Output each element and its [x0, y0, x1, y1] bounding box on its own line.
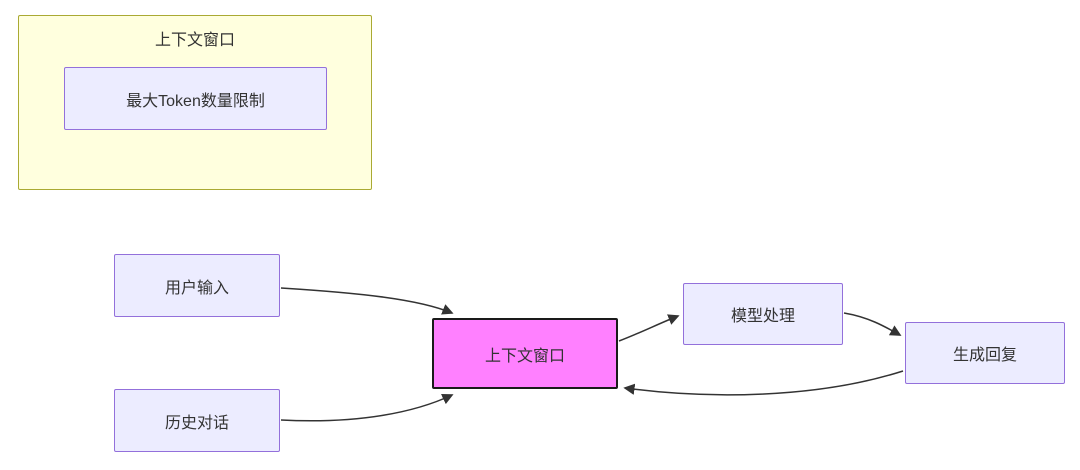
- node-generate-reply: 生成回复: [905, 322, 1065, 384]
- edge-context-window-to-model-processing: [618, 314, 680, 342]
- edge-user-input-to-context-window: [280, 287, 454, 315]
- node-context-window-label: 上下文窗口: [484, 347, 565, 365]
- node-user-input-label: 用户输入: [164, 279, 229, 297]
- node-max-token-limit: 最大Token数量限制: [64, 67, 327, 130]
- node-context-window: 上下文窗口: [432, 318, 618, 389]
- node-history-dialog-label: 历史对话: [164, 414, 229, 432]
- edge-history-dialog-to-context-window: [280, 393, 454, 422]
- edge-generate-reply-to-context-window: [623, 370, 904, 396]
- edge-model-processing-to-generate-reply: [843, 312, 902, 336]
- subgraph-title: 上下文窗口: [154, 32, 235, 49]
- node-model-processing: 模型处理: [683, 283, 843, 345]
- node-history-dialog: 历史对话: [114, 389, 280, 452]
- node-max-token-limit-label: 最大Token数量限制: [126, 92, 265, 110]
- node-user-input: 用户输入: [114, 254, 280, 317]
- node-model-processing-label: 模型处理: [730, 308, 795, 325]
- node-generate-reply-label: 生成回复: [952, 347, 1017, 364]
